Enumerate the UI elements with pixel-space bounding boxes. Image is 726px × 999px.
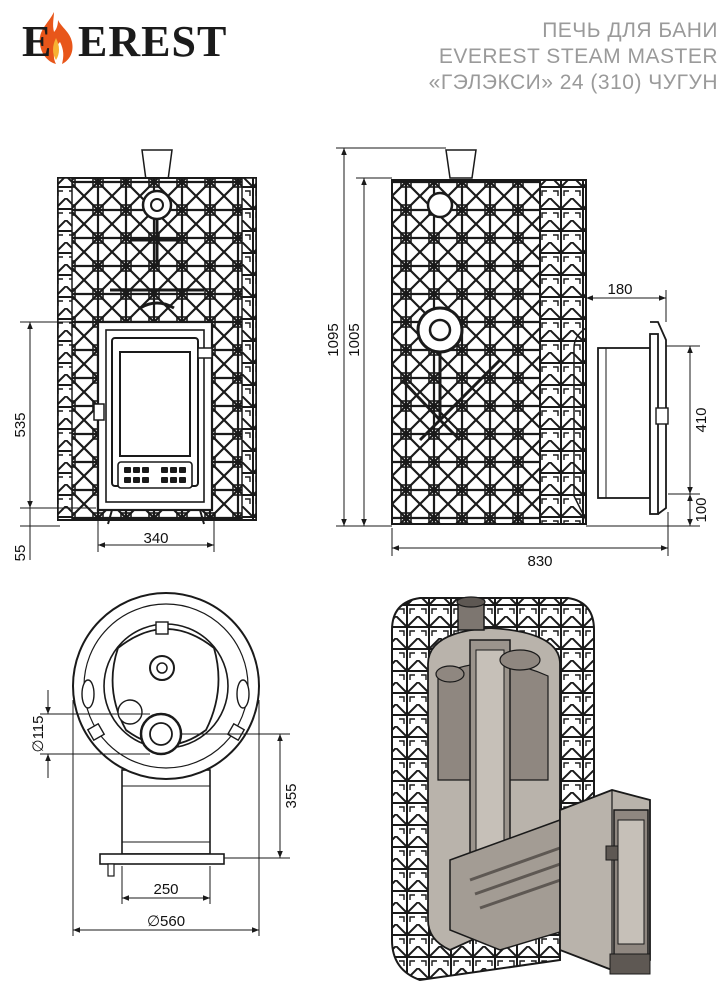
front-view	[57, 149, 257, 525]
side-view	[391, 149, 669, 525]
dim-top-body-diameter: ∅560	[147, 913, 185, 930]
title-line-3: «ГЭЛЭКСИ» 24 (310) ЧУГУН	[428, 71, 718, 94]
top-view	[72, 592, 260, 877]
product-title: ПЕЧЬ ДЛЯ БАНИ EVEREST STEAM MASTER «ГЭЛЭ…	[429, 18, 718, 96]
dim-side-tunnel-depth: 180	[607, 281, 632, 298]
dim-top-chimney-diameter: ∅115	[30, 716, 47, 753]
dim-front-width: 340	[143, 530, 168, 547]
dim-side-tunnel-height: 410	[693, 407, 710, 432]
logo-wordmark: EREST	[78, 17, 227, 66]
dim-side-total-height: 1095	[325, 323, 342, 356]
dim-front-height: 535	[12, 412, 29, 437]
svg-text:E: E	[22, 17, 51, 66]
cutaway-view	[391, 596, 651, 982]
dim-side-tunnel-offset: 100	[693, 497, 710, 522]
dim-front-base: 55	[12, 545, 29, 562]
dim-top-tunnel-length: 355	[283, 783, 300, 808]
dim-side-total-depth: 830	[527, 553, 552, 570]
front-dimensions	[20, 321, 215, 560]
flame-icon	[39, 12, 73, 64]
everest-logo: E EREST	[22, 12, 227, 66]
top-dimensions	[40, 690, 290, 936]
dim-top-tunnel-width: 250	[153, 881, 178, 898]
side-dimensions	[336, 147, 700, 556]
title-line-1: ПЕЧЬ ДЛЯ БАНИ	[542, 19, 718, 42]
title-line-2: EVEREST STEAM MASTER	[438, 45, 718, 68]
dim-side-body-height: 1005	[346, 323, 363, 356]
